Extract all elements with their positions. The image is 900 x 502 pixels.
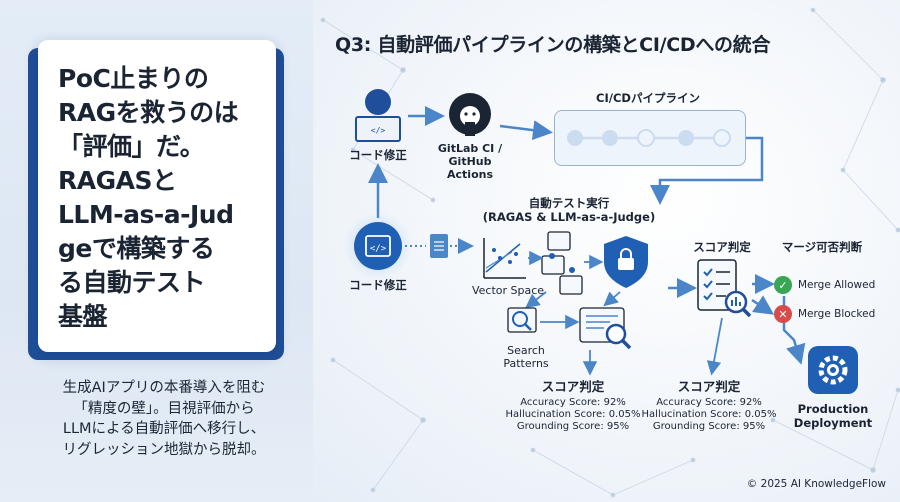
score-line: Hallucination Score: 0.05% xyxy=(505,409,641,420)
headline-card: PoC止まりの RAGを救うのは 「評価」だ。 RAGASと LLM-as-a-… xyxy=(38,40,276,352)
document-icon xyxy=(430,234,448,258)
developer-icon: </> xyxy=(355,89,401,142)
vector-label: Vector Space xyxy=(471,284,545,297)
merge-allowed-label: Merge Allowed xyxy=(798,279,876,291)
pipeline-box xyxy=(554,110,746,166)
arrow-git-to-pipeline xyxy=(499,120,553,141)
arrow-score-to-blocked xyxy=(751,295,775,315)
search-patterns-icon xyxy=(507,307,537,333)
headline: PoC止まりの RAGを救うのは 「評価」だ。 RAGASと LLM-as-a-… xyxy=(58,64,239,331)
merge-blocked-label: Merge Blocked xyxy=(798,308,876,320)
test-title: 自動テスト実行 (RAGAS & LLM-as-a-Judge) xyxy=(482,196,656,224)
arrow-check-to-scorebox xyxy=(706,317,723,376)
score-box-2: スコア判定 Accuracy Score: 92% Hallucination … xyxy=(634,376,784,433)
vector-space-icon xyxy=(483,238,526,279)
merge-blocked: ✕ Merge Blocked xyxy=(774,305,875,323)
score-line: Accuracy Score: 92% xyxy=(656,397,762,408)
merge-judge-label: マージ可否判断 xyxy=(781,240,863,254)
gear-icon xyxy=(808,346,858,394)
score-box-title: スコア判定 xyxy=(677,379,741,394)
score-line: Accuracy Score: 92% xyxy=(520,397,626,408)
diagram-title: Q3: 自動評価パイプラインの構築とCI/CDへの統合 xyxy=(335,34,771,56)
checklist-icon xyxy=(697,259,752,318)
svg-text:</>: </> xyxy=(371,126,386,135)
score-line: Grounding Score: 95% xyxy=(652,421,766,432)
score-line: Hallucination Score: 0.05% xyxy=(641,409,777,420)
description: 生成AIアプリの本番導入を阻む 「精度の壁」。目視評価から LLMによる自動評価… xyxy=(62,380,266,458)
arrow-docs-to-search xyxy=(525,291,547,309)
gitlab-label: GitLab CI / GitHub Actions xyxy=(437,142,503,181)
arrow-pipeline-to-test xyxy=(650,136,764,205)
report-magnifier-icon xyxy=(579,307,632,350)
left-panel: PoC止まりの RAGを救うのは 「評価」だ。 RAGASと LLM-as-a-… xyxy=(0,0,313,502)
score-box-1: スコア判定 Accuracy Score: 92% Hallucination … xyxy=(498,376,648,433)
check-icon: ✓ xyxy=(774,276,792,294)
code-icon: </> xyxy=(344,212,412,280)
documents-network-icon xyxy=(541,231,583,295)
score-judge-label: スコア判定 xyxy=(693,240,751,254)
github-icon xyxy=(449,93,491,136)
code-label: コード修正 xyxy=(349,278,407,292)
shield-lock-icon xyxy=(604,236,648,288)
cross-icon: ✕ xyxy=(774,305,792,323)
production-label: Production Deployment xyxy=(793,402,873,430)
pipeline-label: CI/CDパイプライン xyxy=(596,91,700,105)
developer-label: コード修正 xyxy=(349,148,407,162)
arrow-shield-to-report xyxy=(603,291,621,307)
network-background xyxy=(320,7,900,498)
search-label: Search Patterns xyxy=(503,344,549,370)
merge-allowed: ✓ Merge Allowed xyxy=(774,276,875,294)
copyright: © 2025 AI KnowledgeFlow xyxy=(746,478,886,490)
svg-text:</>: </> xyxy=(370,244,387,254)
score-box-title: スコア判定 xyxy=(541,379,605,394)
score-line: Grounding Score: 95% xyxy=(516,421,630,432)
